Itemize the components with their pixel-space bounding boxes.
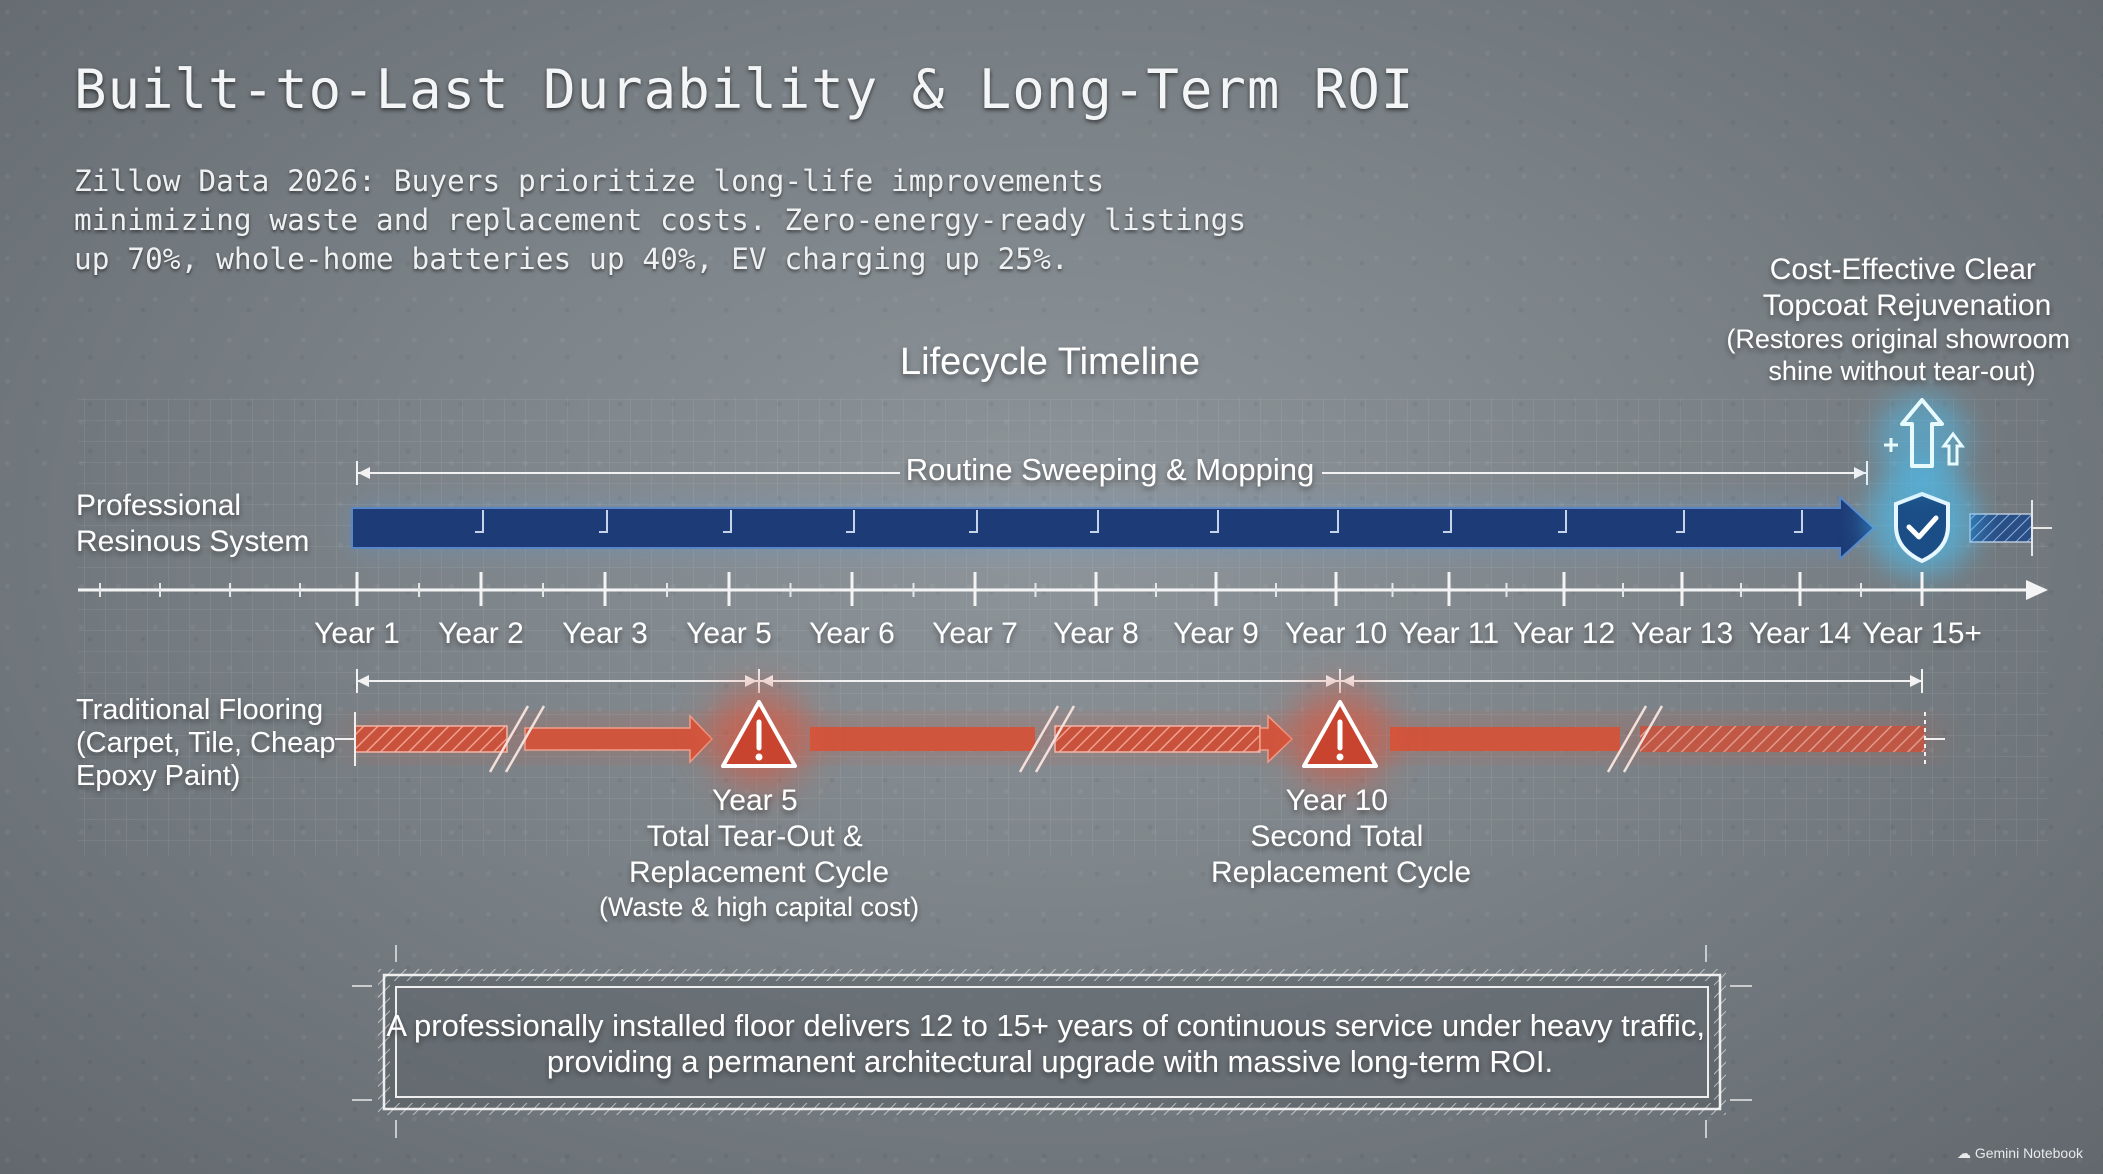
year-label: Year 7 (932, 617, 1018, 650)
event-year-5-note: (Waste & high capital cost) (599, 892, 919, 922)
event-label-line: Replacement Cycle (629, 856, 889, 889)
bar-tick (1330, 510, 1339, 533)
year-label: Year 13 (1631, 617, 1733, 650)
event-label-line: Second Total (1250, 820, 1423, 853)
bar-tick (599, 510, 608, 533)
page-title: Built-to-Last Durability & Long-Term ROI (74, 58, 1415, 121)
time-axis (78, 572, 2048, 606)
bar-tick (969, 510, 978, 533)
bar-tick (1090, 510, 1099, 533)
maintenance-label: Routine Sweeping & Mopping (906, 452, 1314, 487)
subtitle-line: up 70%, whole-home batteries up 40%, EV … (74, 242, 1069, 276)
year-label: Year 9 (1173, 617, 1259, 650)
year-label: Year 15+ (1862, 617, 1982, 650)
event-label-line: Replacement Cycle (1211, 856, 1471, 889)
summary-line: A professionally installed floor deliver… (386, 1008, 1705, 1043)
year-label: Year 8 (1053, 617, 1139, 650)
bar-tick (1210, 510, 1219, 533)
bar-tick (723, 510, 732, 533)
topcoat-note: (Restores original showroom shine withou… (1726, 324, 2077, 386)
watermark: ☁ Gemini Notebook (1957, 1145, 2083, 1162)
warning-triangle-icon (1290, 688, 1390, 788)
year-label: Year 5 (686, 617, 772, 650)
year-label: Year 6 (809, 617, 895, 650)
summary-box (352, 945, 1752, 1138)
year-label: Year 14 (1749, 617, 1851, 650)
resinous-bar-tail (1969, 513, 2033, 543)
subtitle-line: minimizing waste and replacement costs. … (74, 203, 1247, 237)
topcoat-note-line: shine without tear-out) (1768, 356, 2035, 386)
traditional-label-line: Traditional Flooring (76, 694, 323, 726)
year-label: Year 10 (1285, 617, 1387, 650)
resinous-label-line: Professional (76, 489, 241, 522)
watermark-text: Gemini Notebook (1974, 1145, 2083, 1161)
bar-tick (475, 510, 484, 533)
topcoat-title: Cost-Effective Clear Topcoat Rejuvenatio… (1763, 253, 2052, 322)
bar-tick (846, 510, 855, 533)
year-label: Year 12 (1513, 617, 1615, 650)
summary-line: providing a permanent architectural upgr… (547, 1044, 1553, 1079)
event-year-10-label: Year 10 Second Total Replacement Cycle (1211, 784, 1471, 889)
year-label: Year 1 (314, 617, 400, 650)
topcoat-title-line: Cost-Effective Clear (1770, 253, 2036, 286)
traditional-span (356, 669, 1923, 693)
sparkle-icon: ☁ (1956, 1145, 1975, 1161)
topcoat-title-line: Topcoat Rejuvenation (1763, 289, 2052, 322)
event-label-line: Total Tear-Out & (647, 820, 863, 853)
year-label: Year 11 (1399, 617, 1499, 650)
traditional-label-line: Epoxy Paint) (76, 760, 240, 792)
subtitle: Zillow Data 2026: Buyers prioritize long… (74, 162, 1274, 279)
warning-triangle-icon (709, 688, 809, 788)
traditional-label-line: (Carpet, Tile, Cheap (76, 727, 336, 759)
timeline-title: Lifecycle Timeline (900, 341, 1200, 383)
year-label: Year 3 (562, 617, 648, 650)
resinous-label-line: Resinous System (76, 525, 309, 558)
traditional-label: Traditional Flooring (Carpet, Tile, Chea… (76, 694, 344, 792)
maintenance-span (356, 461, 1868, 485)
blueprint-grid (78, 398, 2048, 856)
resinous-label: Professional Resinous System (76, 489, 309, 558)
bar-tick (1558, 510, 1567, 533)
year-label: Year 2 (438, 617, 524, 650)
topcoat-note-line: (Restores original showroom (1726, 324, 2070, 354)
upward-arrows-icon (1876, 394, 1968, 486)
year-labels: Year 1 Year 2 Year 3 Year 5 Year 6 Year 7 Year… (314, 617, 1982, 650)
bar-tick (1676, 510, 1685, 533)
event-label-line: Year 5 (712, 784, 798, 817)
event-label-line: Year 10 (1286, 784, 1388, 817)
bar-tick (1443, 510, 1452, 533)
event-year-5-label: Year 5 Total Tear-Out & Replacement Cycl… (629, 784, 889, 889)
bar-tick (1794, 510, 1803, 533)
shield-check-icon (1866, 464, 1978, 576)
summary-text: A professionally installed floor deliver… (386, 1008, 1713, 1079)
resinous-bar (351, 494, 1876, 562)
subtitle-line: Zillow Data 2026: Buyers prioritize long… (74, 164, 1105, 198)
traditional-bar (335, 705, 1945, 773)
